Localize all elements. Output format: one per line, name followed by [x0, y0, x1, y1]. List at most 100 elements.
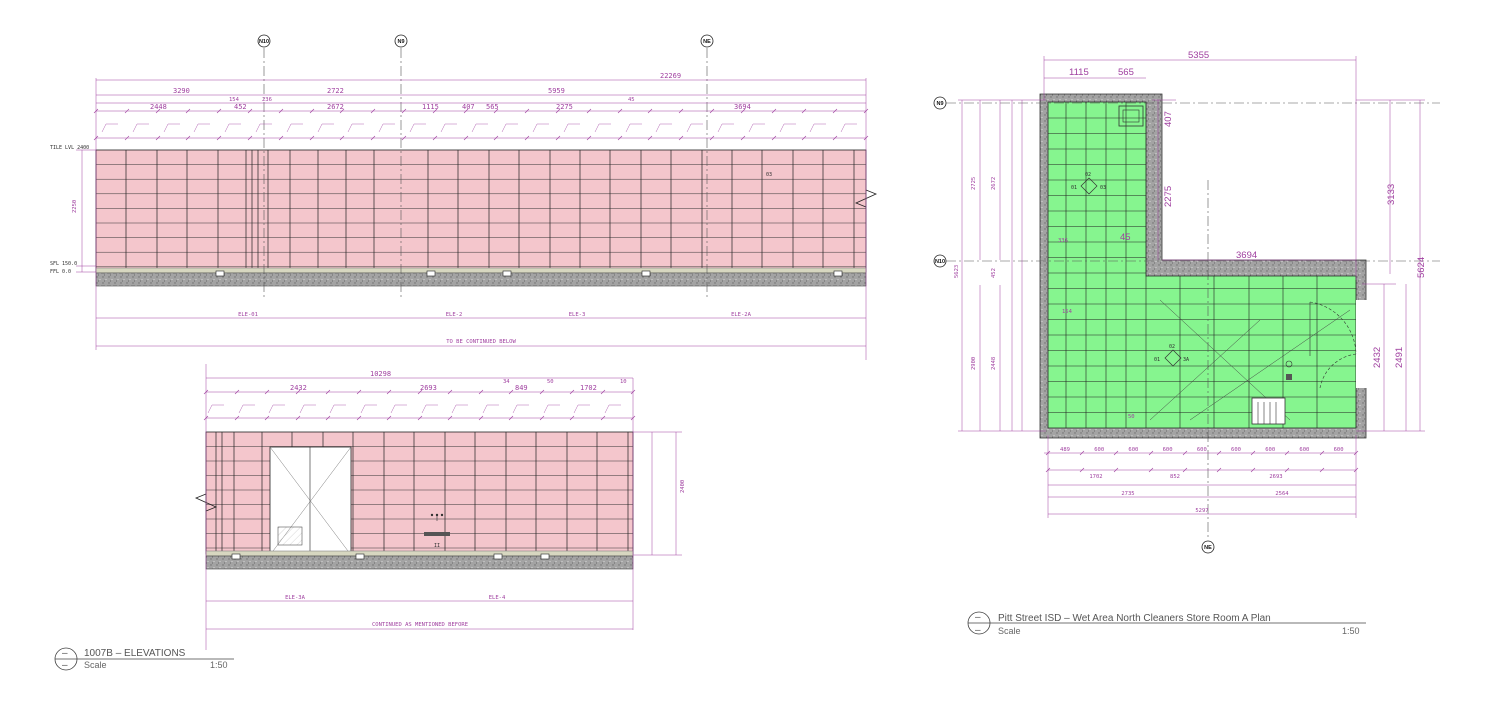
dim-tick — [417, 415, 423, 421]
plan-bottom-tile-dim: 600 — [1265, 447, 1275, 453]
dim-tick — [356, 389, 362, 395]
floor-waste — [540, 553, 550, 560]
tile-dim-leader — [625, 123, 642, 133]
plan-bottom-tile-dim: 600 — [1163, 447, 1173, 453]
plan-dim-left-lower-0: 2900 — [971, 357, 977, 370]
dim-tick — [586, 108, 592, 114]
svg-text:–: – — [975, 612, 981, 623]
dim-tick — [309, 108, 315, 114]
dim-tick — [1113, 450, 1119, 456]
grid-marker-n10-plan: N10 — [933, 254, 947, 268]
tile-dim-leader — [299, 404, 316, 414]
tile-dim-leader — [101, 123, 118, 133]
dim-b-row1b-0: 34 — [503, 379, 510, 385]
dim-tick — [678, 135, 684, 141]
tile-dim-leader — [573, 404, 590, 414]
floor-waste — [215, 270, 225, 277]
dim-tick — [863, 135, 869, 141]
elevation-bottom-slab — [205, 555, 634, 570]
plan-dim-bottom2-0: 1702 — [1089, 474, 1102, 480]
door-opening — [1356, 300, 1368, 388]
plan-dim-right-upper: 3133 — [1386, 184, 1397, 205]
dim-tick — [1250, 467, 1256, 473]
dim-b-row1-0: 2432 — [290, 384, 307, 392]
dim-tick — [370, 135, 376, 141]
dim-tick — [264, 415, 270, 421]
tile-dim-leader — [532, 123, 549, 133]
door-elevation — [269, 446, 352, 556]
plan-dim-inner-left-3: 50 — [1128, 414, 1135, 420]
dim-tick — [295, 415, 301, 421]
dim-tick — [93, 135, 99, 141]
plan-dim-inner-right-0: 407 — [1163, 111, 1174, 127]
dim-tick — [216, 135, 222, 141]
dim-tick — [647, 135, 653, 141]
dim-tick — [1182, 467, 1188, 473]
floor-waste — [231, 553, 241, 560]
plan-scale-label: Scale — [998, 626, 1021, 636]
plan-dim-bottom-overall: 5297 — [1195, 508, 1208, 514]
dim-row3-5: 565 — [486, 103, 499, 111]
plan-dim-bottom2-2: 2693 — [1269, 474, 1282, 480]
dim-row1-1: 2722 — [327, 87, 344, 95]
elevation-title-block: – – 1007B – ELEVATIONS Scale 1:50 — [54, 647, 234, 671]
plan-dim-inner-left-1: 45 — [1120, 232, 1131, 243]
tile-dim-leader — [655, 123, 672, 133]
dim-tick — [539, 389, 545, 395]
dim-tick — [740, 135, 746, 141]
plan-bottom-tile-dim: 600 — [1334, 447, 1344, 453]
tile-dim-leader — [512, 404, 529, 414]
dim-row3-7: 3694 — [734, 103, 751, 111]
elevation-bottom-dimension-ticks — [203, 389, 636, 421]
plan-dim-left-mid-1: 452 — [991, 268, 997, 278]
dim-tick — [863, 108, 869, 114]
dim-tick — [463, 108, 469, 114]
plan-dim-inner-right-1: 2275 — [1163, 186, 1174, 207]
ele-label-3: ELE-2A — [731, 312, 752, 318]
dim-row3-3: 1115 — [422, 103, 439, 111]
plan-dim-top-1: 565 — [1118, 67, 1134, 78]
dim-tick — [203, 415, 209, 421]
svg-text:–: – — [975, 625, 981, 636]
floor-waste — [493, 553, 503, 560]
dim-tick — [356, 415, 362, 421]
tile-dim-leader — [604, 404, 621, 414]
dim-tick — [569, 415, 575, 421]
tile-dim-leader — [440, 123, 457, 133]
dim-tick — [234, 415, 240, 421]
plan-dim-left-upper-1: 2672 — [991, 177, 997, 190]
grid-marker-n10: N10 — [257, 34, 271, 48]
dim-tick — [264, 389, 270, 395]
dim-tick — [617, 108, 623, 114]
elevation-top-tile-dims — [101, 123, 857, 133]
tile-dim-leader — [163, 123, 180, 133]
tile-dim-leader — [286, 123, 303, 133]
dim-tick — [1148, 450, 1154, 456]
dim-tick — [1353, 467, 1359, 473]
tile-dim-leader — [471, 123, 488, 133]
dim-tick — [555, 108, 561, 114]
dim-tick — [586, 135, 592, 141]
dim-tick — [432, 135, 438, 141]
elevation-bottom-floor-wastes — [231, 553, 550, 560]
dim-row2-1: 236 — [262, 97, 272, 103]
dim-tick — [1045, 467, 1051, 473]
dim-tick — [401, 135, 407, 141]
dim-tick — [600, 389, 606, 395]
dim-b-row1-1: 2693 — [420, 384, 437, 392]
grid-label: N9 — [397, 39, 404, 45]
svg-text:II: II — [434, 543, 440, 549]
dim-tick — [508, 415, 514, 421]
tile-dim-leader — [779, 123, 796, 133]
floor-waste — [833, 270, 843, 277]
dim-tick — [709, 108, 715, 114]
plan-dim-left-mid-0: 5623 — [954, 265, 960, 278]
tile-dim-leader — [317, 123, 334, 133]
dim-tick — [1113, 467, 1119, 473]
dim-row3-4: 407 — [462, 103, 475, 111]
svg-text:N9: N9 — [936, 101, 943, 107]
grid-marker-ne: NE — [700, 34, 714, 48]
dim-tick — [709, 135, 715, 141]
elevation-scale-label: Scale — [84, 660, 107, 670]
